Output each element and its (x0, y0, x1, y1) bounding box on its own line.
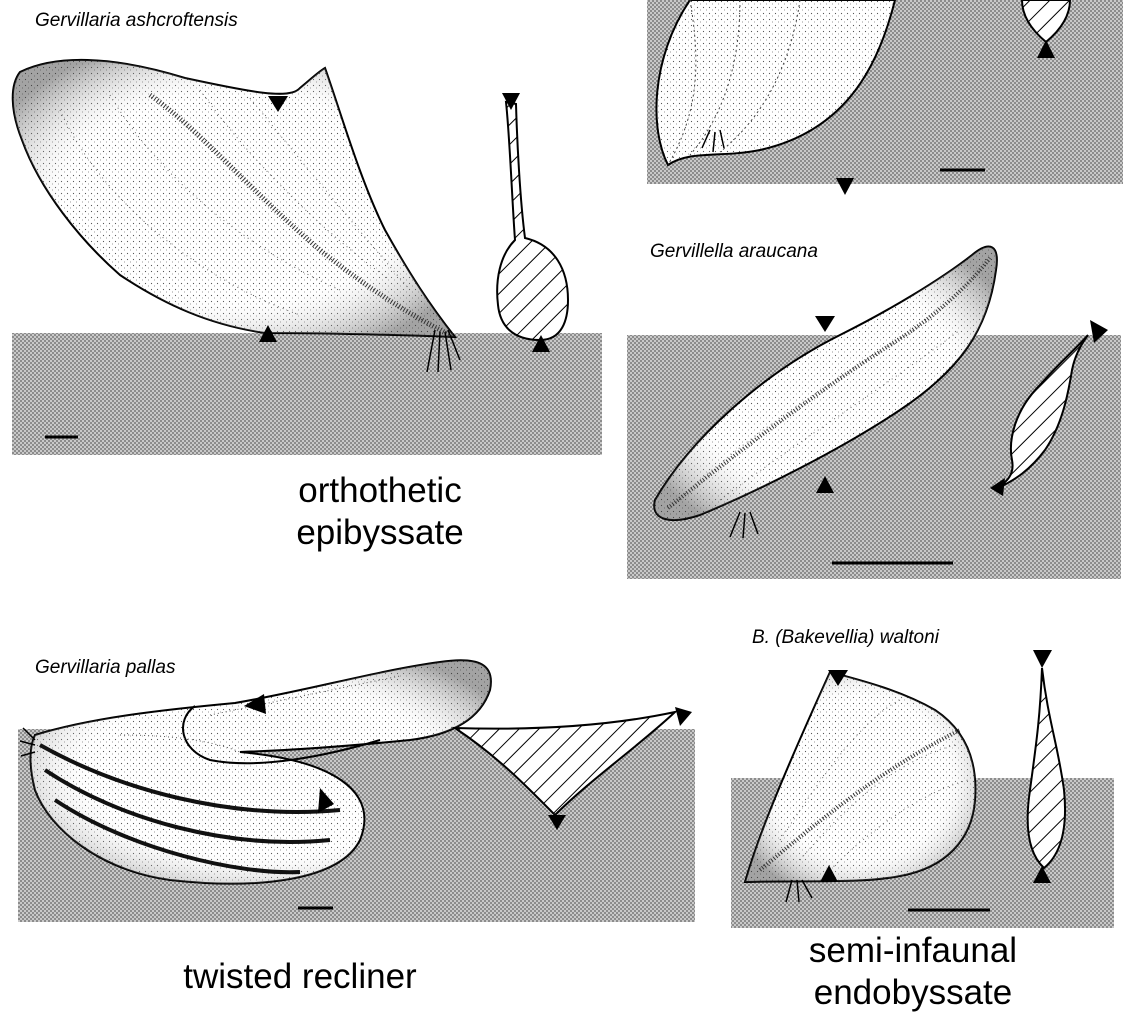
species-label-ashcroftensis: Gervillaria ashcroftensis (35, 10, 238, 32)
mode-label-orthothetic: orthothetic epibyssate (250, 470, 510, 554)
mode-label-twisted-recliner: twisted recliner (120, 956, 480, 998)
mode-label-orthothetic-line1: orthothetic (250, 470, 510, 512)
sediment-block-ashcroftensis (12, 333, 602, 455)
species-label-araucana: Gervillella araucana (650, 241, 818, 263)
mode-label-orthothetic-line2: epibyssate (250, 512, 510, 554)
species-label-pallas: Gervillaria pallas (35, 657, 175, 679)
mode-label-semi-infaunal: semi-infaunal endobyssate (763, 930, 1063, 1014)
species-label-waltoni: B. (Bakevellia) waltoni (752, 627, 939, 649)
shell-ashcroftensis (13, 60, 460, 372)
mode-label-semi-infaunal-line2: endobyssate (763, 972, 1063, 1014)
mode-label-semi-infaunal-line1: semi-infaunal (763, 930, 1063, 972)
cross-section-waltoni (1028, 650, 1065, 883)
mode-label-twisted-line1: twisted recliner (120, 956, 480, 998)
cross-section-ashcroftensis (497, 93, 568, 352)
